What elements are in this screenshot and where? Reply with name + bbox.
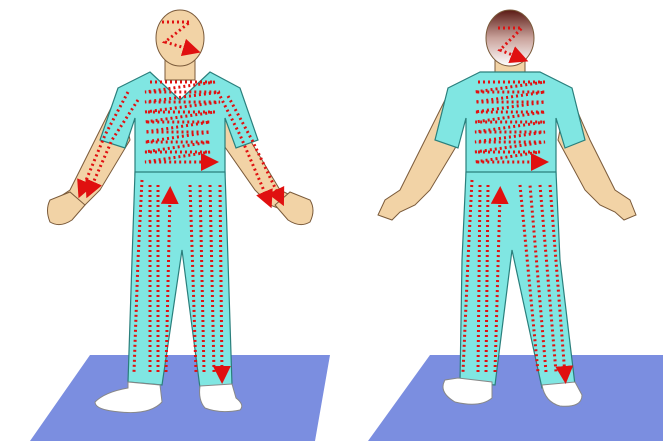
floor-mat-back xyxy=(368,355,663,441)
front-head xyxy=(156,10,204,66)
back-view xyxy=(368,10,663,441)
front-view xyxy=(30,10,330,441)
floor-mat xyxy=(30,355,330,441)
back-head xyxy=(486,10,534,66)
back-scrub-top xyxy=(435,72,585,175)
